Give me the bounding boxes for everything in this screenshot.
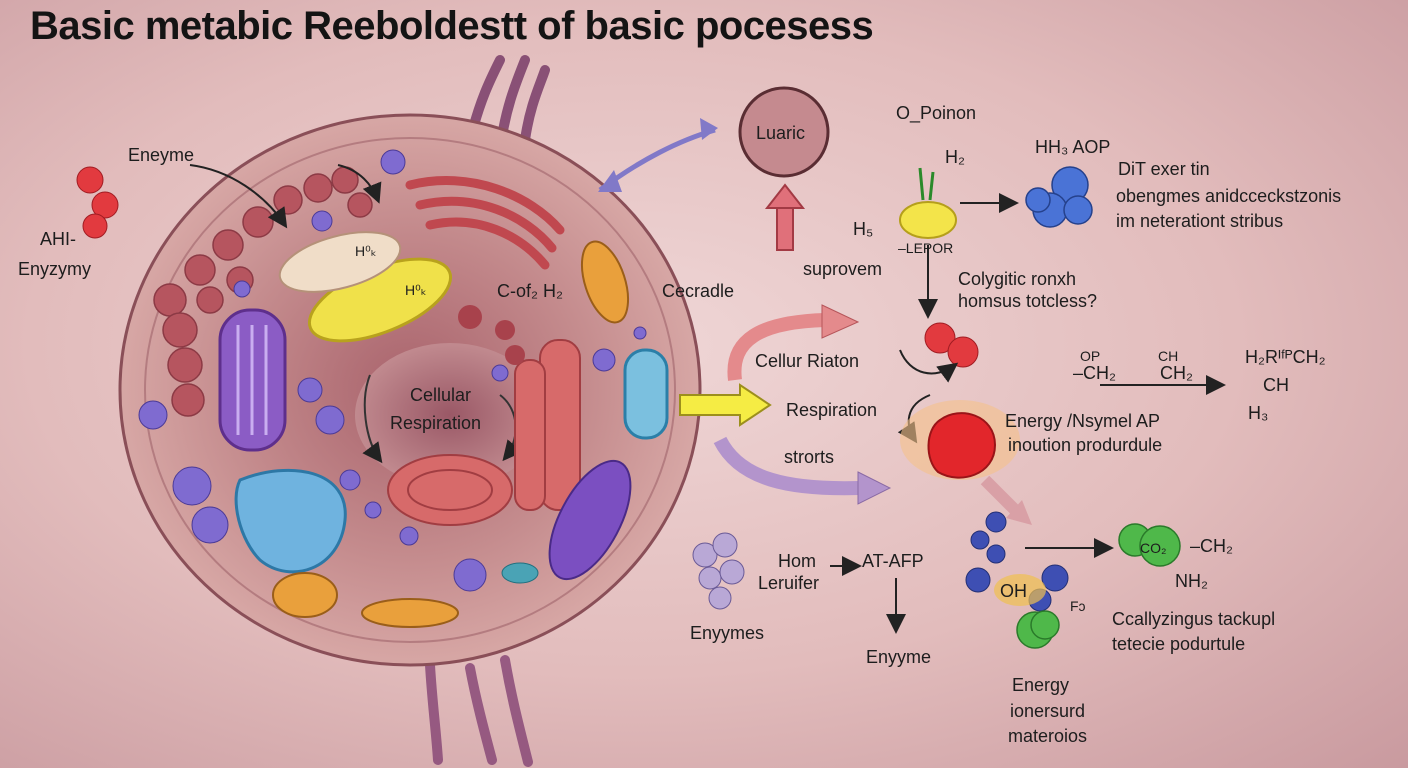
vesicles [138, 149, 647, 592]
cellur-riaton-label: Cellur Riaton [755, 351, 860, 371]
page-title: Basic metabic Reeboldestt of basic poces… [30, 4, 874, 48]
hh3-aop-label: HH₃ AOP [1035, 137, 1111, 157]
beige-organelle [278, 231, 402, 293]
enyyme-label: Enyyme [866, 647, 932, 667]
flagella-bottom [425, 655, 533, 767]
chem-right-2: CH [1263, 375, 1289, 395]
lepor-label: –LEPOR [898, 240, 954, 256]
mito-tag-1: H⁰ₖ [355, 243, 377, 259]
enyymes-label: Enyymes [690, 623, 765, 643]
blue-mitochondrion [623, 348, 669, 440]
ccallyzing-line-2: tetecie podurtule [1112, 634, 1246, 654]
strorts-label: strorts [784, 447, 835, 467]
orange-mitochondrion-top [580, 240, 630, 324]
luaric-circle [738, 86, 830, 178]
chem-mid: CH₂ [1160, 363, 1193, 383]
blue-molecule-bottom [965, 511, 1069, 612]
chem-right-3: H₃ [1248, 403, 1269, 423]
chem-mid-sup: CH [1158, 348, 1179, 364]
fo-label: Fↄ [1070, 598, 1086, 614]
ccallyzing-line-1: Ccallyzingus tackupl [1112, 609, 1276, 629]
orange-mitochondrion-bottom-1 [272, 572, 338, 618]
red-molecule-middle [924, 322, 979, 368]
purple-organelle-right [548, 459, 632, 581]
ahi-label: AHI- [40, 229, 76, 249]
red-coil [514, 339, 581, 511]
purple-organelle-left [218, 308, 287, 452]
colygitic-line-2: homsus totcless? [958, 291, 1098, 311]
note-line-3: im neterationt stribus [1116, 211, 1284, 231]
energy-bottom-2: ionersurd [1010, 701, 1086, 721]
respiration-center-label: Respiration [390, 413, 482, 433]
red-coil-bottom [387, 454, 513, 526]
mito-tag-2: H⁰ₖ [405, 282, 427, 298]
energy-bottom-3: materoios [1008, 726, 1088, 746]
yellow-molecule [899, 201, 957, 239]
energy-line-2: inoution produrdule [1008, 435, 1163, 455]
chem-right-1: H₂RᴵᶠᴾCH₂ [1245, 347, 1326, 367]
arrow-yellow [679, 383, 772, 427]
at-afp-label: AT-AFP [862, 551, 924, 571]
nh2-label: NH₂ [1175, 571, 1208, 591]
energy-bottom-1: Energy [1012, 675, 1070, 695]
hom-label: Hom [778, 551, 817, 571]
o-poinon-label: O_Poinon [896, 103, 977, 123]
h-left-label: H₅ [853, 219, 874, 239]
note-line-1: DiT exer tin [1118, 159, 1210, 179]
chem-left: –CH₂ [1073, 363, 1116, 383]
luaric-label: Luaric [756, 123, 806, 143]
enzyme-label: Eneyme [128, 145, 195, 165]
h2-top-label: H₂ [945, 147, 965, 167]
enzyme-molecule-left [76, 166, 119, 239]
oh-label: OH [1000, 581, 1027, 601]
teal-vesicle [501, 562, 539, 584]
cecradle-label: Cecradle [662, 281, 735, 301]
colygitic-line-1: Colygitic ronxh [958, 269, 1077, 289]
cellular-label: Cellular [410, 385, 472, 405]
arrow-purple-lower [713, 436, 861, 496]
leruifer-label: Leruifer [758, 573, 820, 593]
respiration-right-label: Respiration [786, 400, 878, 420]
suprovem-label: suprovem [803, 259, 883, 279]
red-enzyme-large [927, 412, 997, 479]
arrow-pink-upper [727, 313, 826, 381]
golgi-apparatus [405, 176, 565, 270]
energy-line-1: Energy /Nsymel AP [1005, 411, 1161, 431]
blue-molecule-top [1025, 166, 1093, 228]
chem-left-sup: OP [1080, 348, 1101, 364]
co2-blob-label: CO₂ [1140, 540, 1167, 556]
enzyzymy-label: Enyzymy [18, 259, 92, 279]
note-line-2: obengmes anidcceckstzonis [1116, 186, 1342, 206]
blue-organelle-bottom [234, 468, 347, 574]
enzyme-cluster-bottom [692, 532, 745, 610]
green-molecule [1016, 523, 1181, 649]
co2-label: C-of₂ H₂ [497, 281, 563, 301]
red-vesicle [458, 305, 482, 329]
ch2-right-label: –CH₂ [1190, 536, 1233, 556]
orange-mitochondrion-bottom-2 [361, 598, 459, 628]
